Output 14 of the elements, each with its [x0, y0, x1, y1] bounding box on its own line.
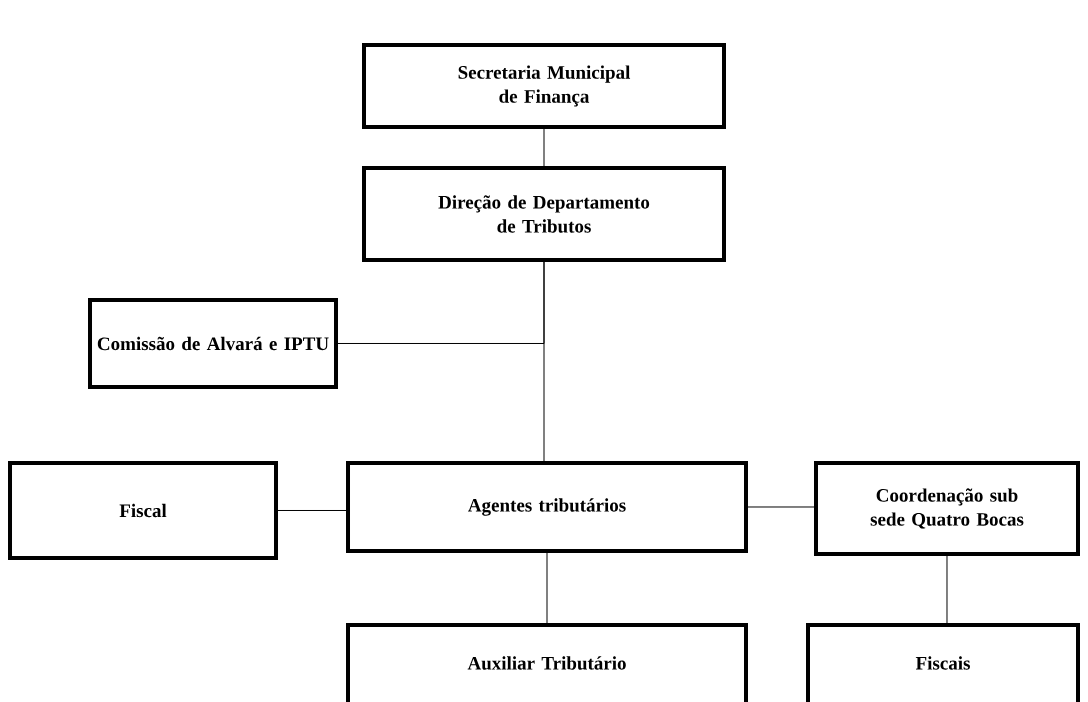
connector-line — [546, 550, 548, 626]
org-box: Fiscal — [8, 461, 278, 560]
connector-line — [946, 553, 948, 626]
org-box: Auxiliar Tributário — [346, 623, 748, 702]
connector-line — [543, 126, 545, 169]
org-box: Coordenação sub sede Quatro Bocas — [814, 461, 1080, 556]
connector-line — [745, 506, 817, 508]
connector-line — [275, 510, 349, 511]
org-box: Direção de Departamento de Tributos — [362, 166, 726, 262]
org-box: Agentes tributários — [346, 461, 748, 553]
org-box: Fiscais — [806, 623, 1080, 702]
org-box: Secretaria Municipal de Finança — [362, 43, 726, 129]
org-box: Comissão de Alvará e IPTU — [88, 298, 338, 389]
connector-line — [335, 259, 545, 344]
